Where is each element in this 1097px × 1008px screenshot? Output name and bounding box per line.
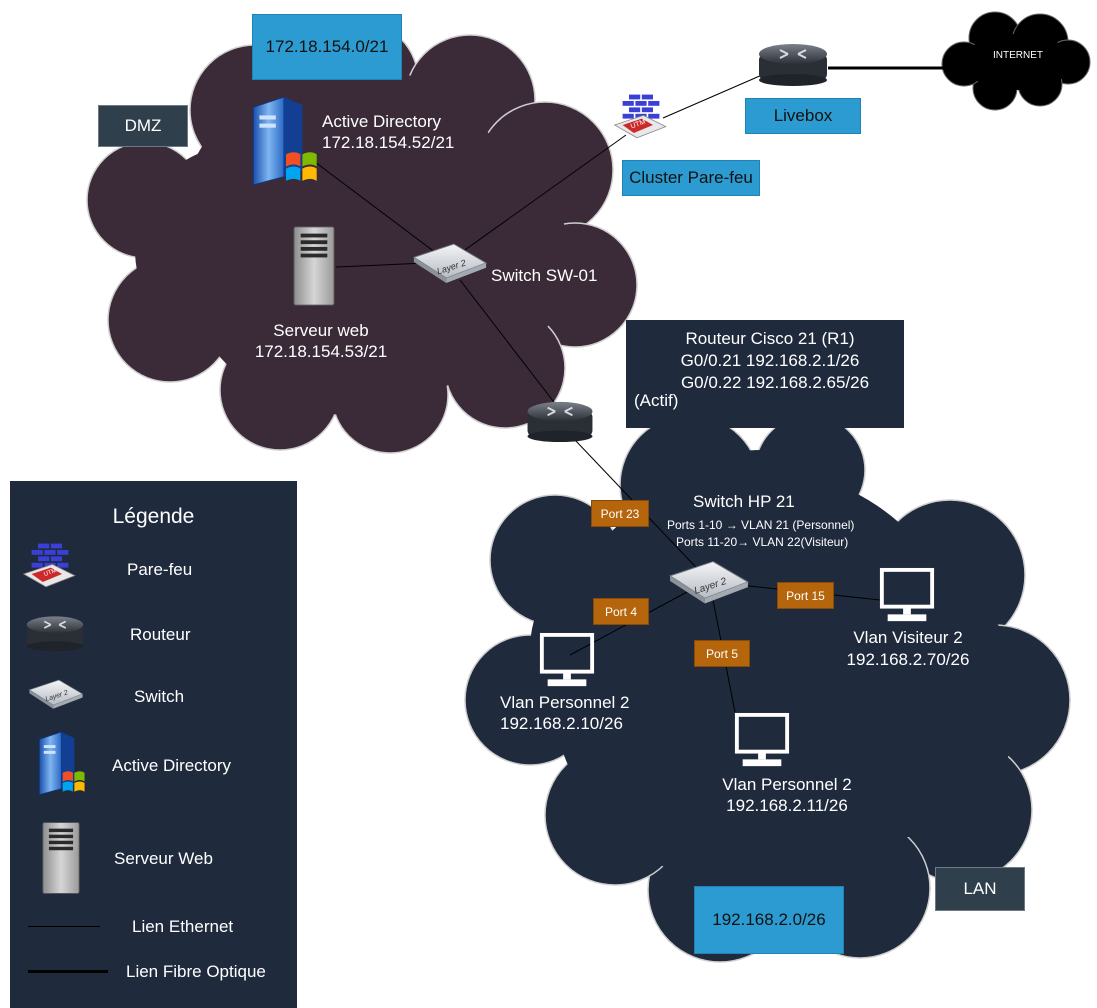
switch-sw01-label: Switch SW-01 bbox=[491, 266, 598, 285]
legend-title: Légende bbox=[112, 505, 195, 528]
vlan-rule-2: Ports 11-20→ VLAN 22(Visiteur) bbox=[676, 535, 849, 549]
port-15-label: Port 15 bbox=[777, 582, 834, 609]
pc-bottom-ip: 192.168.2.11/26 bbox=[726, 796, 848, 815]
internet-label: INTERNET bbox=[993, 50, 1043, 61]
internet-cloud bbox=[941, 11, 1091, 111]
switch-hp21-label: Switch HP 21 bbox=[693, 492, 795, 511]
router-status: (Actif) bbox=[634, 391, 679, 410]
vlan-rule-1: Ports 1-10 → VLAN 21 (Personnel) bbox=[667, 518, 855, 532]
router-info-box: Routeur Cisco 21 (R1) G0/0.21 192.168.2.… bbox=[626, 320, 904, 428]
link-ad-switch bbox=[314, 161, 449, 263]
lan-zone-label: LAN bbox=[935, 867, 1025, 911]
livebox-router-icon bbox=[758, 43, 828, 86]
web-server-icon bbox=[293, 226, 335, 306]
link-firewall-livebox bbox=[662, 74, 763, 119]
dmz-network-box: 172.18.154.0/21 bbox=[252, 14, 402, 80]
lan-network-box: 192.168.2.0/26 bbox=[694, 886, 844, 954]
router-interface-2: G0/0.22 192.168.2.65/26 bbox=[680, 373, 870, 392]
legend-router-label: Routeur bbox=[130, 625, 191, 644]
legend-server-label: Serveur Web bbox=[114, 849, 213, 868]
legend-ad-label: Active Directory bbox=[112, 756, 232, 775]
port-4-label: Port 4 bbox=[593, 598, 649, 625]
web-server-name: Serveur web bbox=[273, 321, 369, 340]
pc-right-name: Vlan Visiteur 2 bbox=[853, 628, 963, 647]
legend-firewall-label: Pare-feu bbox=[127, 560, 193, 579]
router-interface-1: G0/0.21 192.168.2.1/26 bbox=[680, 351, 860, 370]
legend-ethernet-line bbox=[28, 926, 100, 927]
lan-cloud bbox=[464, 414, 1071, 963]
port-23-label: Port 23 bbox=[591, 500, 649, 527]
legend-switch-label: Switch bbox=[134, 687, 185, 706]
pc-bottom-name: Vlan Personnel 2 bbox=[722, 775, 852, 794]
firewall-utm-label: UTM bbox=[630, 119, 647, 131]
pc-left-ip: 192.168.2.10/26 bbox=[500, 714, 623, 733]
router-r1-icon bbox=[526, 400, 594, 442]
pc-right-ip: 192.168.2.70/26 bbox=[846, 650, 970, 669]
router-title: Routeur Cisco 21 (R1) bbox=[685, 329, 855, 348]
web-server-ip: 172.18.154.53/21 bbox=[254, 342, 388, 361]
link-switch-router bbox=[459, 279, 561, 411]
legend-ethernet-label: Lien Ethernet bbox=[132, 917, 234, 936]
firewall-icon bbox=[614, 94, 667, 139]
firewall-label: Cluster Pare-feu bbox=[622, 160, 760, 196]
link-switch-firewall bbox=[447, 134, 627, 263]
pc-left-name: Vlan Personnel 2 bbox=[500, 693, 630, 712]
port-5-label: Port 5 bbox=[694, 640, 750, 667]
dmz-cloud bbox=[86, 21, 638, 454]
legend-fiber-label: Lien Fibre Optique bbox=[126, 962, 266, 981]
dmz-zone-label: DMZ bbox=[98, 105, 188, 147]
livebox-label: Livebox bbox=[745, 98, 861, 134]
ad-name: Active Directory bbox=[322, 112, 442, 131]
ad-ip: 172.18.154.52/21 bbox=[322, 133, 455, 152]
legend-fiber-line bbox=[28, 970, 108, 973]
